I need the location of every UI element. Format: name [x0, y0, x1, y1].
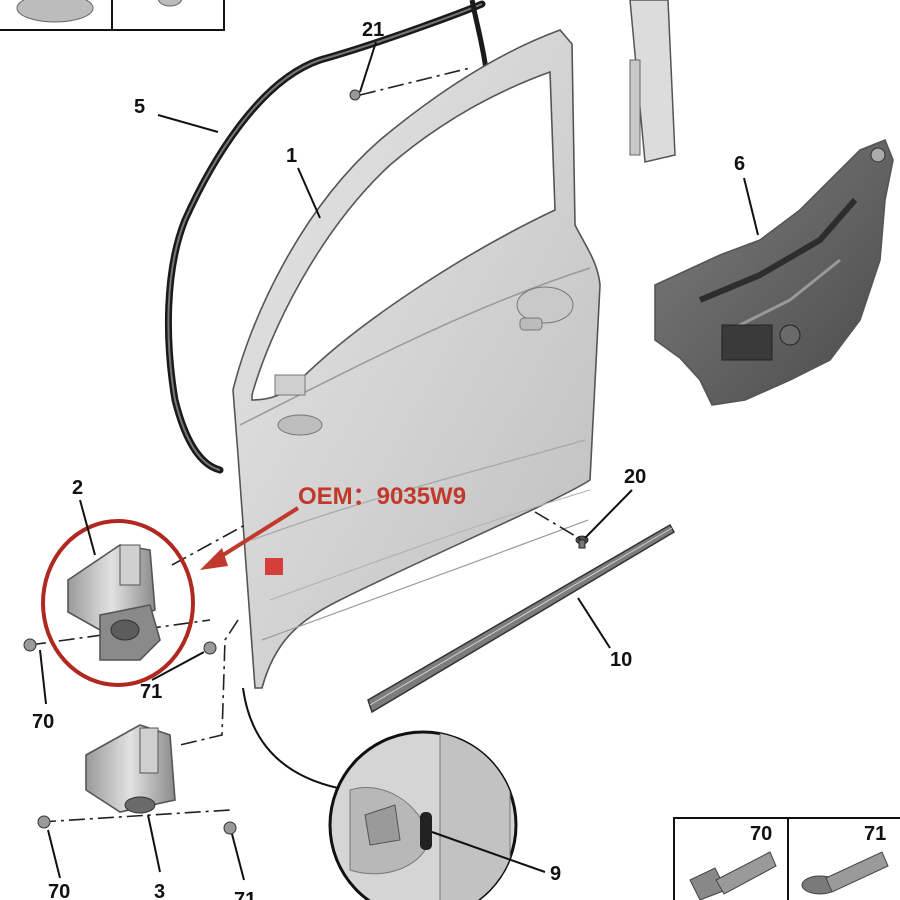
leader-lines — [39, 41, 759, 881]
callout-71-lower: 71 — [234, 889, 256, 900]
zoom-detail-circle — [328, 730, 518, 900]
callout-5: 5 — [134, 96, 145, 118]
callout-3: 3 — [154, 881, 165, 900]
hinge-bolt — [223, 821, 237, 835]
legend-label-71: 71 — [864, 823, 886, 845]
callout-1: 1 — [286, 145, 297, 167]
oem-arrow — [210, 506, 300, 564]
hinge-bolt — [203, 641, 217, 655]
callout-70-lower: 70 — [48, 881, 70, 900]
bolt-70-illustration — [689, 851, 777, 900]
oem-label: OEM：9035W9 — [298, 483, 466, 510]
callout-21: 21 — [362, 19, 384, 41]
highlight-circle — [41, 519, 195, 687]
callout-20: 20 — [624, 466, 646, 488]
door-shell — [232, 29, 601, 689]
callout-71-upper: 71 — [140, 681, 162, 703]
legend-label-70: 70 — [750, 823, 772, 845]
callout-6: 6 — [734, 153, 745, 175]
hinge-bolt — [37, 815, 51, 829]
stud-fastener — [349, 89, 361, 101]
callout-10: 10 — [610, 649, 632, 671]
lower-hinge — [85, 724, 176, 814]
bolt-legend — [673, 817, 900, 900]
hinge-bolt — [23, 638, 37, 652]
inner-panel — [654, 138, 894, 406]
callout-2: 2 — [72, 477, 83, 499]
callout-9: 9 — [550, 863, 561, 885]
door-check-slot — [420, 812, 432, 850]
top-legend-fragment — [0, 0, 225, 31]
bolt-71-illustration — [801, 851, 889, 895]
red-marker — [265, 558, 283, 575]
upper-hinge — [67, 544, 161, 661]
callout-70-upper: 70 — [32, 711, 54, 733]
